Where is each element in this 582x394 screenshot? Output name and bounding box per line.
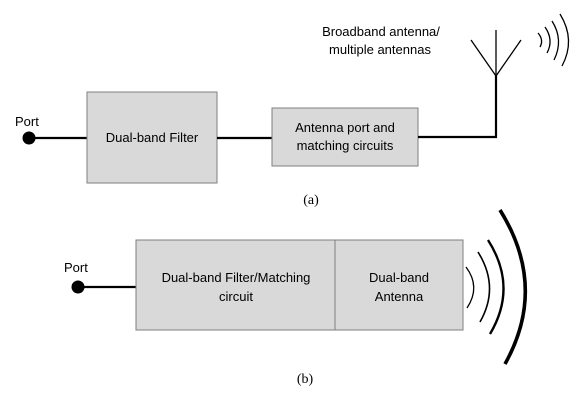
port-label-b: Port	[64, 260, 88, 275]
dual-band-filter-box	[86, 91, 218, 184]
dual-band-filter-label: Dual-band Filter	[106, 130, 199, 145]
radiation-waves-a-icon	[537, 13, 570, 67]
broadband-antenna-icon	[470, 30, 522, 77]
port-label-a: Port	[15, 114, 39, 129]
filter-matching-label-line1: Dual-band Filter/Matching	[162, 270, 311, 285]
dual-band-antenna-label-line1: Dual-band	[369, 270, 429, 285]
matching-label-line1: Antenna port and	[295, 120, 395, 135]
matching-label-line2: matching circuits	[297, 138, 394, 153]
caption-a: (a)	[303, 193, 319, 208]
wire-matching-to-antenna	[418, 76, 498, 139]
combined-block-box	[135, 239, 464, 331]
caption-b: (b)	[297, 372, 314, 387]
antenna-label-line1: Broadband antenna/	[322, 24, 440, 39]
diagram-a: Port Dual-band Filter Antenna port and m…	[15, 13, 570, 208]
dual-band-antenna-label-line2: Antenna	[375, 289, 424, 304]
radiation-waves-b-icon	[465, 209, 528, 365]
diagram-b: Port Dual-band Filter/Matching circuit D…	[64, 209, 528, 387]
antenna-label-line2: multiple antennas	[329, 42, 431, 57]
matching-circuits-box	[271, 107, 419, 167]
filter-matching-label-line2: circuit	[219, 289, 253, 304]
